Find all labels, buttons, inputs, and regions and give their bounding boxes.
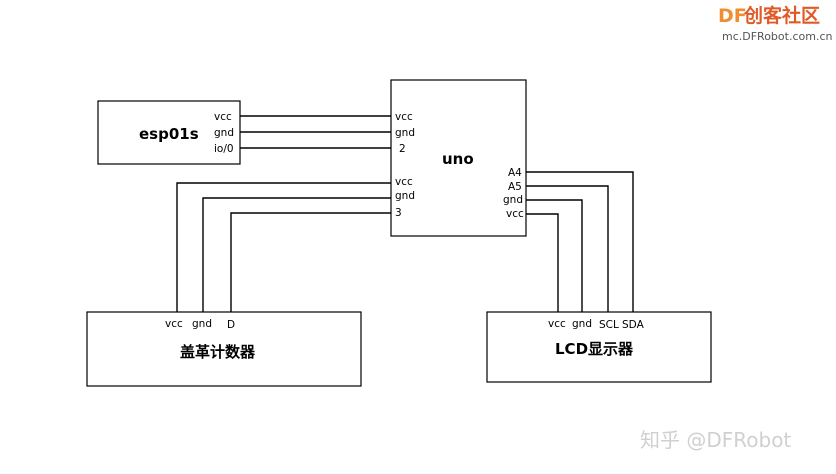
lcd-display-box <box>486 311 712 383</box>
uno-pin-gnd-1: gnd <box>395 127 415 139</box>
geiger-counter-title: 盖革计数器 <box>180 343 256 361</box>
uno-pin-vcc-1: vcc <box>395 111 413 123</box>
counter-pin-vcc: vcc <box>165 318 183 330</box>
wire-lcd-sda <box>526 171 634 312</box>
lcd-pin-scl: SCL <box>599 319 619 331</box>
uno-pin-vcc-3: vcc <box>506 208 524 220</box>
esp-pin-gnd: gnd <box>214 127 234 139</box>
lcd-pin-sda: SDA <box>622 319 645 331</box>
lcd-pin-gnd: gnd <box>572 318 592 330</box>
wire-lcd-scl <box>526 185 609 312</box>
esp01s-box <box>97 100 241 165</box>
uno-box <box>390 79 527 237</box>
uno-pin-a4: A4 <box>508 167 522 179</box>
uno-pin-a5: A5 <box>508 181 522 193</box>
zhihu-watermark: 知乎 @DFRobot <box>640 428 791 452</box>
uno-pin-vcc-2: vcc <box>395 176 413 188</box>
lcd-display-title: LCD显示器 <box>555 340 634 358</box>
esp-uno-wires <box>240 115 391 149</box>
wire-counter-vcc <box>176 182 391 312</box>
logo-url-text: mc.DFRobot.com.cn <box>722 30 832 43</box>
uno-pin-gnd-2: gnd <box>395 190 415 202</box>
geiger-counter-box <box>86 311 362 387</box>
counter-pin-d: D <box>227 319 235 331</box>
uno-lcd-wires <box>526 171 634 312</box>
uno-title: uno <box>442 150 474 168</box>
counter-uno-wires <box>176 182 391 312</box>
uno-pin-gnd-3: gnd <box>503 194 523 206</box>
dfrobot-logo: DF 创客社区 mc.DFRobot.com.cn <box>718 4 832 43</box>
wire-lcd-vcc <box>526 213 559 312</box>
wire-counter-gnd <box>202 197 391 312</box>
esp-pin-io0: io/0 <box>214 143 234 155</box>
esp-pin-vcc: vcc <box>214 111 232 123</box>
counter-pin-gnd: gnd <box>192 318 212 330</box>
esp01s-title: esp01s <box>139 125 199 143</box>
uno-pin-2: 2 <box>399 143 406 155</box>
wire-lcd-gnd <box>526 199 583 312</box>
logo-df-text: DF <box>718 5 747 27</box>
logo-community-text: 创客社区 <box>743 4 820 27</box>
lcd-pin-vcc: vcc <box>548 318 566 330</box>
wire-counter-d <box>230 212 391 312</box>
uno-pin-3: 3 <box>395 207 402 219</box>
